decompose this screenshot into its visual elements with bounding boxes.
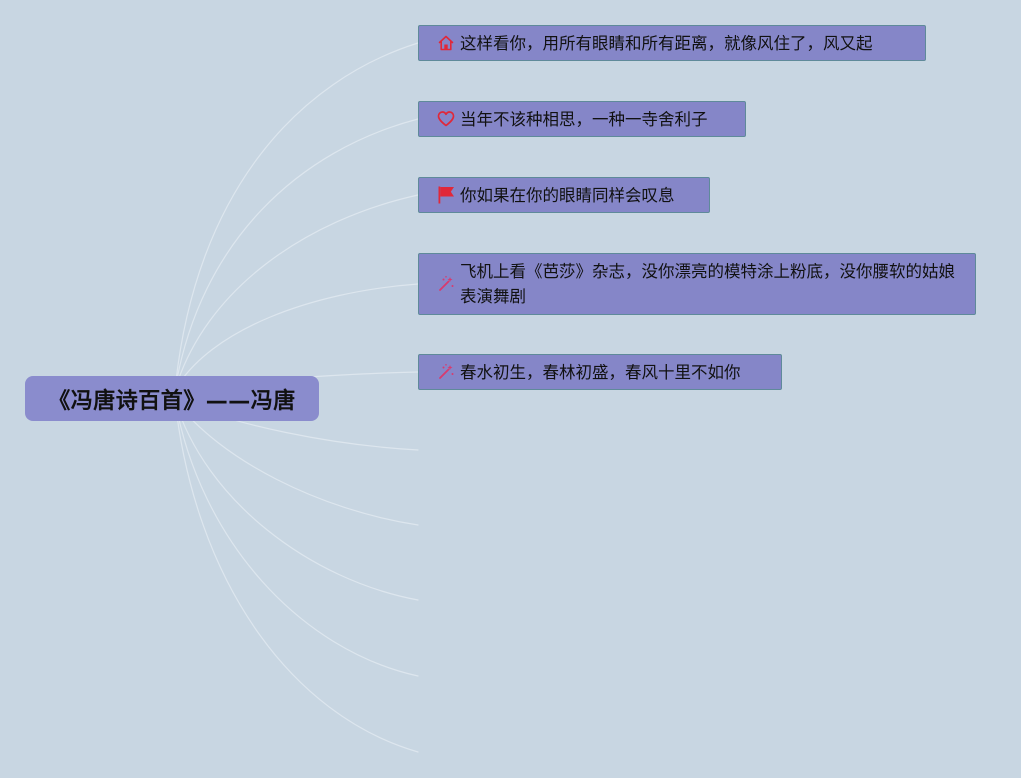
heart-icon	[436, 109, 456, 129]
branch-node-text: 这样看你，用所有眼睛和所有距离，就像风住了，风又起	[460, 33, 873, 53]
branch-node-text: 春水初生，春林初盛，春风十里不如你	[460, 362, 741, 382]
branch-node[interactable]: 飞机上看《芭莎》杂志，没你漂亮的模特涂上粉底，没你腰软的姑娘表演舞剧	[418, 253, 976, 315]
magic-wand-icon	[436, 274, 456, 294]
connector-line	[174, 42, 419, 391]
branch-node-text: 你如果在你的眼睛同样会叹息	[460, 185, 675, 205]
branch-node-text: 当年不该种相思，一种一寺舍利子	[460, 109, 708, 129]
branch-node[interactable]: 春水初生，春林初盛，春风十里不如你	[418, 354, 782, 390]
root-node[interactable]: 《冯唐诗百首》——冯唐	[25, 376, 319, 421]
connector-line	[174, 399, 419, 677]
magic-wand-icon	[436, 362, 456, 382]
branch-node[interactable]: 你如果在你的眼睛同样会叹息	[418, 177, 710, 213]
connector-line	[174, 283, 419, 391]
connector-line	[174, 399, 419, 601]
branch-node-text: 飞机上看《芭莎》杂志，没你漂亮的模特涂上粉底，没你腰软的姑娘表演舞剧	[460, 262, 955, 306]
connector-line	[174, 399, 419, 753]
root-node-label: 《冯唐诗百首》——冯唐	[48, 388, 296, 414]
branch-node[interactable]: 这样看你，用所有眼睛和所有距离，就像风住了，风又起	[418, 25, 926, 61]
connector-line	[174, 118, 419, 391]
branch-node[interactable]: 当年不该种相思，一种一寺舍利子	[418, 101, 746, 137]
connector-line	[174, 399, 419, 526]
connector-line	[174, 194, 419, 391]
flag-icon	[436, 185, 456, 205]
home-icon	[436, 33, 456, 53]
